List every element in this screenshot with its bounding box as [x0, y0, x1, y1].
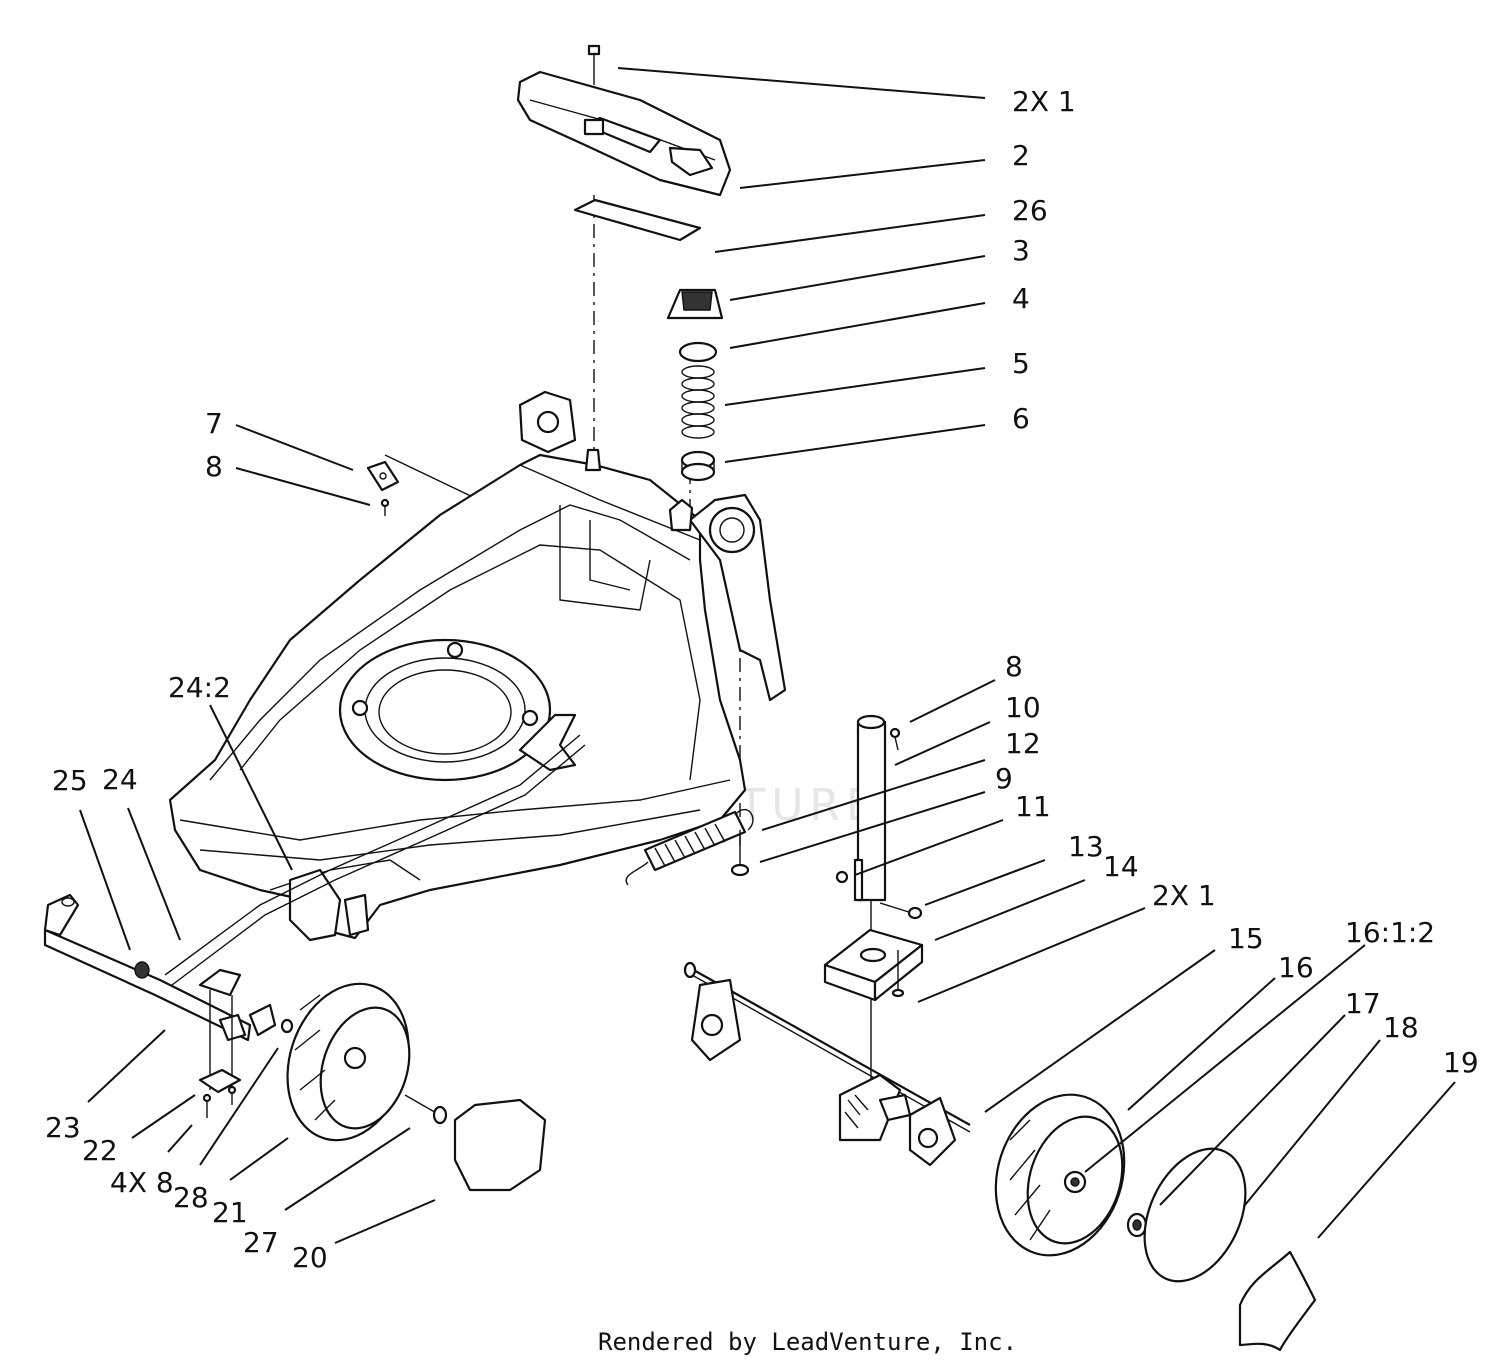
callout-labels: 2X 1 2 26 3 4 5 6 7 8 24:2 25 24 8 10 12… [45, 85, 1479, 1274]
height-lever-part-22 [198, 968, 277, 1094]
leader-lines [79, 67, 1456, 1244]
callout-2: 2 [1012, 139, 1030, 172]
collar-part-6 [680, 450, 716, 482]
callout-24-2: 24:2 [168, 671, 231, 704]
callout-17: 17 [1345, 987, 1381, 1020]
callout-21: 21 [212, 1196, 248, 1229]
screws-part-8-4x [202, 1085, 237, 1118]
callout-11: 11 [1015, 790, 1051, 823]
callout-3: 3 [1012, 234, 1030, 267]
bushing-part-3 [666, 288, 724, 320]
mower-deck [168, 390, 787, 942]
hubcap-part-18 [1143, 1147, 1247, 1283]
callout-8-mid: 8 [1005, 650, 1023, 683]
callout-2x1-mid: 2X 1 [1152, 879, 1216, 912]
callout-13: 13 [1068, 830, 1104, 863]
callout-2x1-top: 2X 1 [1012, 85, 1076, 118]
callout-9: 9 [995, 762, 1013, 795]
callout-23: 23 [45, 1111, 81, 1144]
callout-5: 5 [1012, 347, 1030, 380]
callout-16: 16 [1278, 951, 1314, 984]
rear-axle-assembly [683, 961, 971, 1167]
callout-6: 6 [1012, 402, 1030, 435]
callout-15: 15 [1228, 922, 1264, 955]
decal-part-26 [573, 198, 702, 242]
clip-part-11 [835, 858, 864, 902]
callout-18: 18 [1383, 1011, 1419, 1044]
front-wheel-part-21 [286, 982, 411, 1142]
screw-part-8-top [380, 498, 390, 516]
hub-decal-part-19 [1238, 1250, 1317, 1352]
hubcap-part-20 [453, 1098, 547, 1192]
rear-wheel-part-16 [994, 1093, 1126, 1257]
callout-12: 12 [1005, 727, 1041, 760]
callout-10: 10 [1005, 691, 1041, 724]
callout-27: 27 [243, 1226, 279, 1259]
height-cable-part-24-2-edge [171, 744, 586, 986]
bolt-part-9 [730, 830, 750, 877]
footer-credit: Rendered by LeadVenture, Inc. [598, 1328, 1017, 1356]
washer-part-28 [280, 1018, 294, 1034]
callout-8-top: 8 [205, 450, 223, 483]
callout-24: 24 [102, 763, 138, 796]
height-cable-part-24-2 [164, 734, 581, 976]
screw-part-8-mid [889, 727, 901, 751]
handle-housing-part-2 [516, 70, 732, 197]
callout-22: 22 [82, 1134, 118, 1167]
washer-part-4 [678, 341, 718, 363]
callout-14: 14 [1103, 850, 1139, 883]
callout-4: 4 [1012, 282, 1030, 315]
callout-7: 7 [205, 407, 223, 440]
callout-26: 26 [1012, 194, 1048, 227]
nut-part-17 [1126, 1212, 1148, 1238]
callout-4x8: 4X 8 [110, 1166, 174, 1199]
part-drawings [43, 44, 1317, 1352]
callout-28: 28 [173, 1181, 209, 1214]
callout-25: 25 [52, 764, 88, 797]
extension-spring-part-12 [625, 808, 754, 886]
screw-part-1-mid [891, 950, 905, 998]
compression-spring-part-5 [681, 365, 715, 439]
callout-16-1-2: 16:1:2 [1345, 916, 1435, 949]
callout-20: 20 [292, 1241, 328, 1274]
block-part-14 [823, 928, 924, 1002]
bolt-part-13 [879, 902, 923, 920]
nut-part-25 [134, 961, 150, 979]
wheel-bolt-part-27 [404, 1094, 448, 1125]
callout-19: 19 [1443, 1046, 1479, 1079]
front-axle-part-23 [43, 893, 252, 1042]
